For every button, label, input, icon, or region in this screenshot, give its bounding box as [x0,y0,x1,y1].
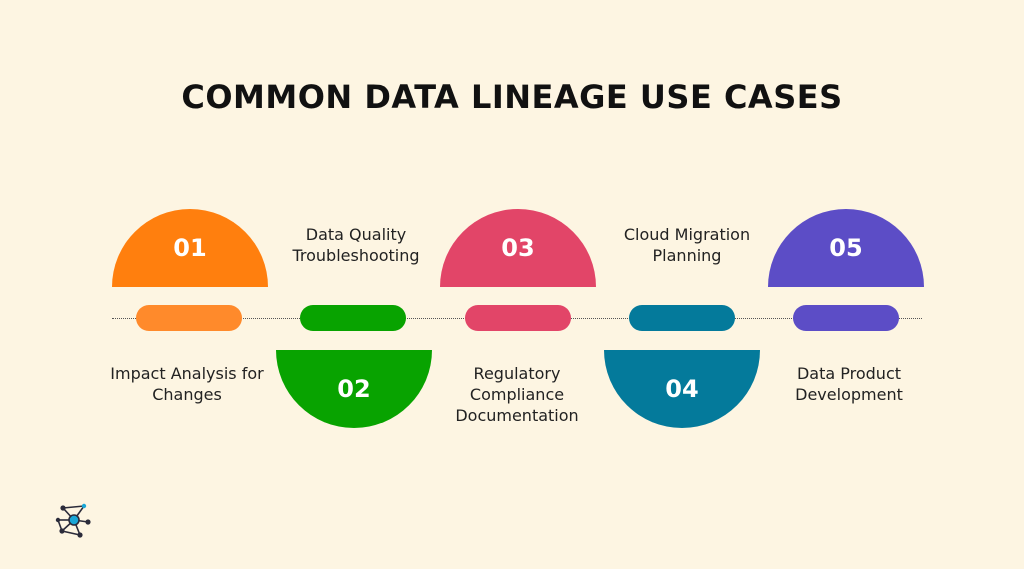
step-05-label: Data Product Development [795,364,903,404]
step-01-badge: 01 [112,209,268,287]
step-04-badge: 04 [604,350,760,428]
step-04-label: Cloud Migration Planning [623,225,751,265]
step-04-pill [629,305,735,331]
step-number: 01 [173,234,207,262]
step-05-badge: 05 [768,209,924,287]
step-number: 02 [337,375,371,403]
step-01-pill [136,305,242,331]
step-number: 05 [829,234,863,262]
step-number: 03 [501,234,535,262]
step-03-badge: 03 [440,209,596,287]
step-02-pill [300,305,406,331]
step-number: 04 [665,375,699,403]
step-02-label: Data Quality Troubleshooting [292,225,420,265]
step-01-label: Impact Analysis for Changes [110,364,264,404]
step-03-label: Regulatory Compliance Documentation [455,364,579,425]
step-02-badge: 02 [276,350,432,428]
page-title: COMMON DATA LINEAGE USE CASES [181,78,843,116]
step-03-pill [465,305,571,331]
network-nodes-icon [55,503,91,538]
step-05-pill [793,305,899,331]
